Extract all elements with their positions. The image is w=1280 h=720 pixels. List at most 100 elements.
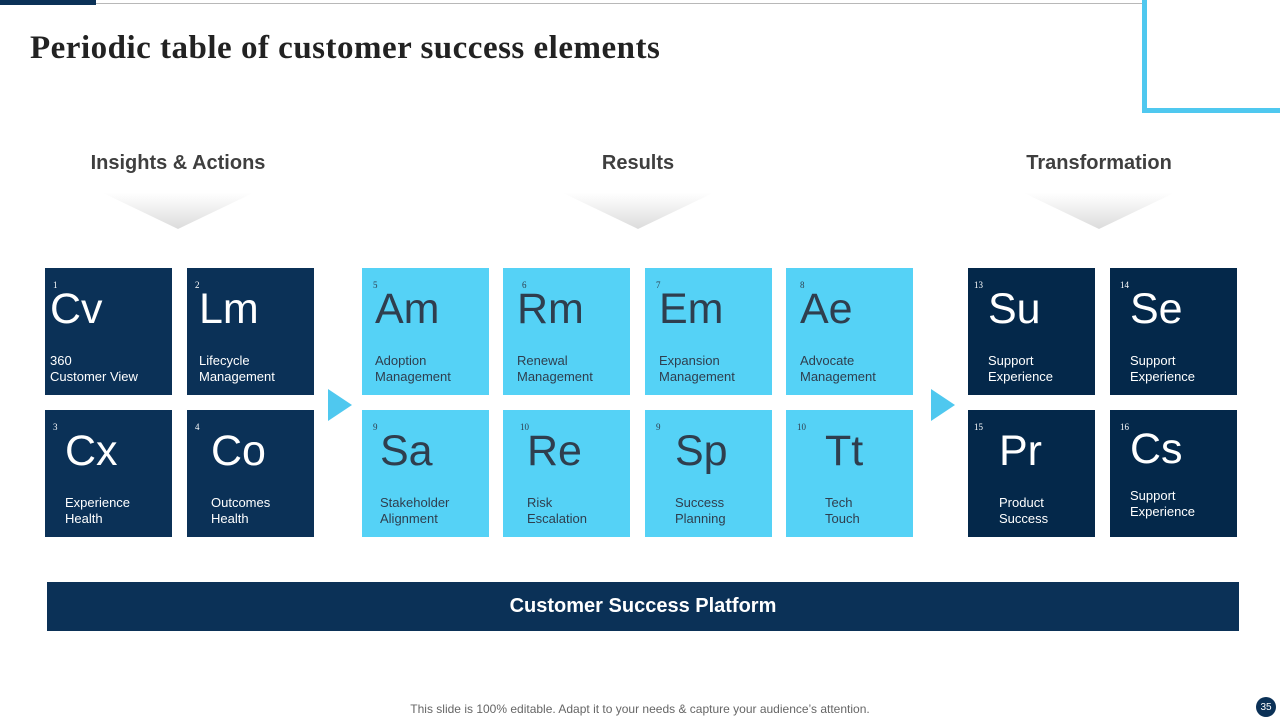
element-number: 1: [53, 280, 58, 290]
element-number: 7: [656, 280, 661, 290]
element-name-line2: Escalation: [527, 511, 587, 526]
chevron-down-icon: [563, 193, 713, 229]
element-symbol: Tt: [825, 427, 864, 475]
element-name: 360 Customer View: [50, 353, 138, 385]
element-name: Lifecycle Management: [199, 353, 275, 385]
element-name: Product Success: [999, 495, 1048, 527]
element-name: Adoption Management: [375, 353, 451, 385]
platform-label: Customer Success Platform: [509, 595, 777, 617]
element-name-line2: Experience: [988, 369, 1054, 384]
element-tile-cv: 1 Cv 360 Customer View: [45, 268, 172, 395]
element-name-line1: Lifecycle: [199, 353, 250, 368]
slide-title: Periodic table of customer success eleme…: [30, 30, 661, 66]
top-rule: [0, 3, 1145, 4]
element-tile-sp: 9 Sp Success Planning: [645, 410, 772, 537]
element-tile-ae: 8 Ae Advocate Management: [786, 268, 913, 395]
element-number: 6: [522, 280, 527, 290]
element-number: 9: [373, 422, 378, 432]
element-number: 3: [53, 422, 58, 432]
element-name-line1: Adoption: [375, 353, 427, 368]
element-name-line2: Health: [211, 511, 249, 526]
element-name-line1: Support: [988, 353, 1034, 368]
element-symbol: Rm: [517, 285, 584, 333]
element-name-line2: Management: [199, 369, 275, 384]
arrow-right-icon: [328, 389, 352, 421]
element-tile-rm: 6 Rm Renewal Management: [503, 268, 630, 395]
element-number: 13: [974, 280, 983, 290]
element-name-line1: Success: [675, 495, 725, 510]
element-tile-sa: 9 Sa Stakeholder Alignment: [362, 410, 489, 537]
element-tile-cx: 3 Cx Experience Health: [45, 410, 172, 537]
element-name-line2: Management: [659, 369, 735, 384]
top-accent-bar: [0, 0, 96, 5]
element-name-line1: Expansion: [659, 353, 720, 368]
element-name: Tech Touch: [825, 495, 860, 527]
element-number: 15: [974, 422, 983, 432]
element-number: 10: [520, 422, 529, 432]
element-symbol: Em: [659, 285, 724, 333]
element-name-line2: Alignment: [380, 511, 438, 526]
element-name-line2: Experience: [1130, 504, 1196, 519]
element-tile-su: 13 Su Support Experience: [968, 268, 1095, 395]
element-symbol: Cv: [50, 285, 103, 333]
element-symbol: Sa: [380, 427, 433, 475]
page-number-badge: 35: [1256, 697, 1276, 717]
chevron-down-icon: [103, 193, 253, 229]
element-number: 8: [800, 280, 805, 290]
element-symbol: Co: [211, 427, 266, 475]
section-heading-transformation: Transformation: [1026, 152, 1172, 174]
element-name-line1: Risk: [527, 495, 553, 510]
platform-banner: Customer Success Platform: [47, 582, 1239, 631]
section-heading-insights: Insights & Actions: [90, 152, 266, 174]
element-number: 10: [797, 422, 806, 432]
element-tile-tt: 10 Tt Tech Touch: [786, 410, 913, 537]
element-tile-pr: 15 Pr Product Success: [968, 410, 1095, 537]
element-name-line1: Stakeholder: [380, 495, 450, 510]
element-name-line1: Tech: [825, 495, 853, 510]
element-number: 14: [1120, 280, 1129, 290]
element-tile-se: 14 Se Support Experience: [1110, 268, 1237, 395]
element-symbol: Su: [988, 285, 1041, 333]
element-symbol: Re: [527, 427, 582, 475]
element-name-line1: Support: [1130, 353, 1176, 368]
element-name-line1: Product: [999, 495, 1044, 510]
element-number: 2: [195, 280, 200, 290]
element-symbol: Am: [375, 285, 440, 333]
element-symbol: Cx: [65, 427, 118, 475]
element-name-line1: Support: [1130, 488, 1176, 503]
corner-frame-decoration: [1142, 0, 1280, 113]
element-tile-cs: 16 Cs Support Experience: [1110, 410, 1237, 537]
footer-note: This slide is 100% editable. Adapt it to…: [410, 702, 870, 716]
element-name: Support Experience: [1130, 353, 1195, 385]
element-name-line2: Health: [65, 511, 103, 526]
element-tile-co: 4 Co Outcomes Health: [187, 410, 314, 537]
arrow-right-icon: [931, 389, 955, 421]
element-number: 16: [1120, 422, 1129, 432]
element-name-line2: Success: [999, 511, 1049, 526]
element-symbol: Se: [1130, 285, 1183, 333]
element-name-line2: Touch: [825, 511, 860, 526]
element-number: 4: [195, 422, 200, 432]
element-name: Experience Health: [65, 495, 130, 527]
element-symbol: Pr: [999, 427, 1042, 475]
element-name: Renewal Management: [517, 353, 593, 385]
element-name: Success Planning: [675, 495, 726, 527]
element-tile-em: 7 Em Expansion Management: [645, 268, 772, 395]
element-name-line2: Management: [800, 369, 876, 384]
element-name: Outcomes Health: [211, 495, 270, 527]
element-name: Stakeholder Alignment: [380, 495, 449, 527]
element-name-line1: Renewal: [517, 353, 568, 368]
element-tile-am: 5 Am Adoption Management: [362, 268, 489, 395]
element-name-line1: 360: [50, 353, 72, 368]
element-name: Support Experience: [1130, 488, 1195, 520]
element-name-line2: Management: [517, 369, 593, 384]
element-name: Risk Escalation: [527, 495, 587, 527]
element-tile-lm: 2 Lm Lifecycle Management: [187, 268, 314, 395]
element-name-line1: Advocate: [800, 353, 855, 368]
section-heading-results: Results: [601, 152, 675, 174]
element-name-line2: Customer View: [50, 369, 138, 384]
element-name: Expansion Management: [659, 353, 735, 385]
element-symbol: Cs: [1130, 425, 1183, 473]
element-name-line2: Experience: [1130, 369, 1196, 384]
element-name-line1: Outcomes: [211, 495, 271, 510]
